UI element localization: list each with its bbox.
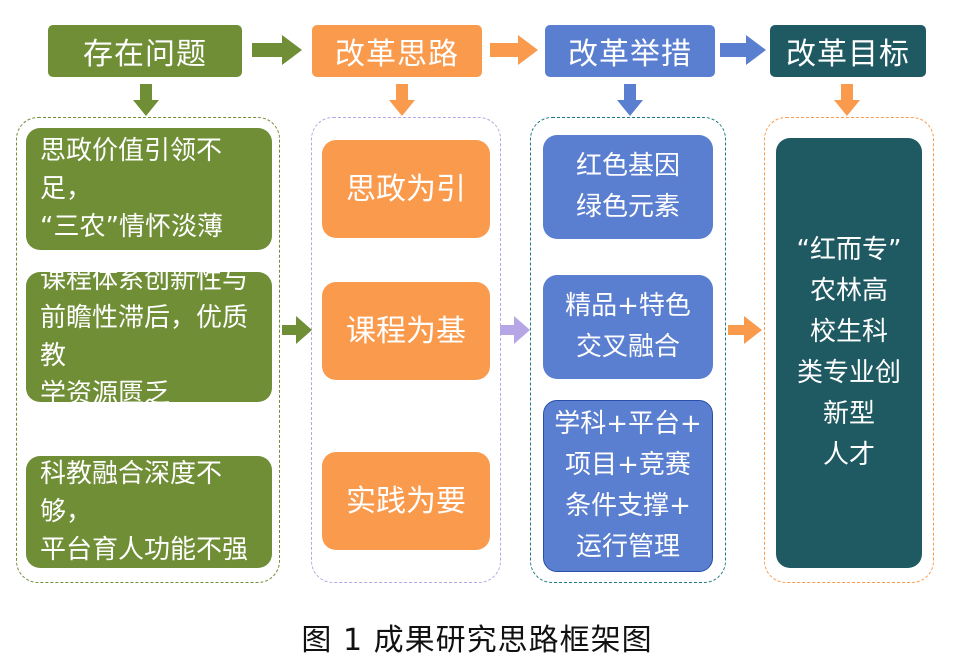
arrow-down-orange [389, 84, 415, 116]
header-approach: 改革思路 [312, 25, 482, 77]
problem-box-3: 科教融合深度不够， 平台育人功能不强 [26, 456, 272, 568]
approach-container [311, 117, 501, 583]
problem-box-1: 思政价值引领不足， “三农”情怀淡薄 [26, 128, 272, 250]
approach-box-1: 思政为引 [322, 140, 490, 238]
measure-box-2: 精品+特色 交叉融合 [543, 275, 713, 379]
approach-box-2: 课程为基 [322, 282, 490, 380]
goal-box: “红而专” 农林高 校生科 类专业创 新型 人才 [776, 138, 922, 568]
arrow-problems-to-approach [282, 316, 312, 344]
goal-container [764, 117, 934, 583]
measure-box-1: 红色基因 绿色元素 [543, 135, 713, 239]
arrow-down-green [133, 84, 159, 116]
arrow-right-blue [720, 35, 766, 65]
arrow-right-orange [490, 35, 538, 65]
measure-box-3: 学科+平台+ 项目+竞赛 条件支撑+ 运行管理 [543, 400, 713, 572]
measures-container [530, 117, 726, 583]
arrow-down-blue [617, 84, 643, 116]
arrow-approach-to-measures [500, 316, 530, 344]
approach-box-3: 实践为要 [322, 452, 490, 550]
header-measures: 改革举措 [545, 25, 715, 77]
header-problems: 存在问题 [48, 25, 242, 77]
arrow-down-orange-goal [834, 84, 860, 116]
figure-caption: 图 1 成果研究思路框架图 [301, 623, 653, 658]
problems-container [16, 117, 280, 583]
arrow-right-green [252, 35, 302, 65]
arrow-measures-to-goal [728, 316, 762, 344]
header-goal: 改革目标 [770, 25, 926, 77]
problem-box-2: 课程体系创新性与 前瞻性滞后，优质教 学资源匮乏 [26, 265, 272, 409]
